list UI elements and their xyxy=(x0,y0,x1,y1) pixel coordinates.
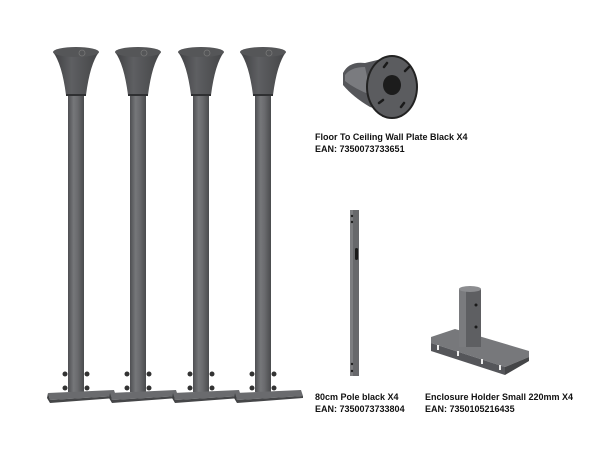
enclosure-holder-label: Enclosure Holder Small 220mm X4 EAN: 735… xyxy=(425,391,573,415)
wall-plate-title: Floor To Ceiling Wall Plate Black X4 xyxy=(315,132,468,142)
wall-plate-image xyxy=(343,55,418,119)
pole-80cm-image xyxy=(350,210,359,376)
wall-plate-ean: EAN: 7350073733651 xyxy=(315,144,405,154)
pole-assemblies-image xyxy=(46,46,304,404)
enclosure-holder-title: Enclosure Holder Small 220mm X4 xyxy=(425,392,574,402)
wall-plate-label: Floor To Ceiling Wall Plate Black X4 EAN… xyxy=(315,131,468,155)
pole-80cm-title: 80cm Pole black X4 xyxy=(315,392,399,402)
pole-80cm-ean: EAN: 7350073733804 xyxy=(315,404,405,414)
enclosure-holder-ean: EAN: 7350105216435 xyxy=(425,404,515,414)
pole-80cm-label: 80cm Pole black X4 EAN: 7350073733804 xyxy=(315,391,405,415)
enclosure-holder-image xyxy=(431,286,529,375)
